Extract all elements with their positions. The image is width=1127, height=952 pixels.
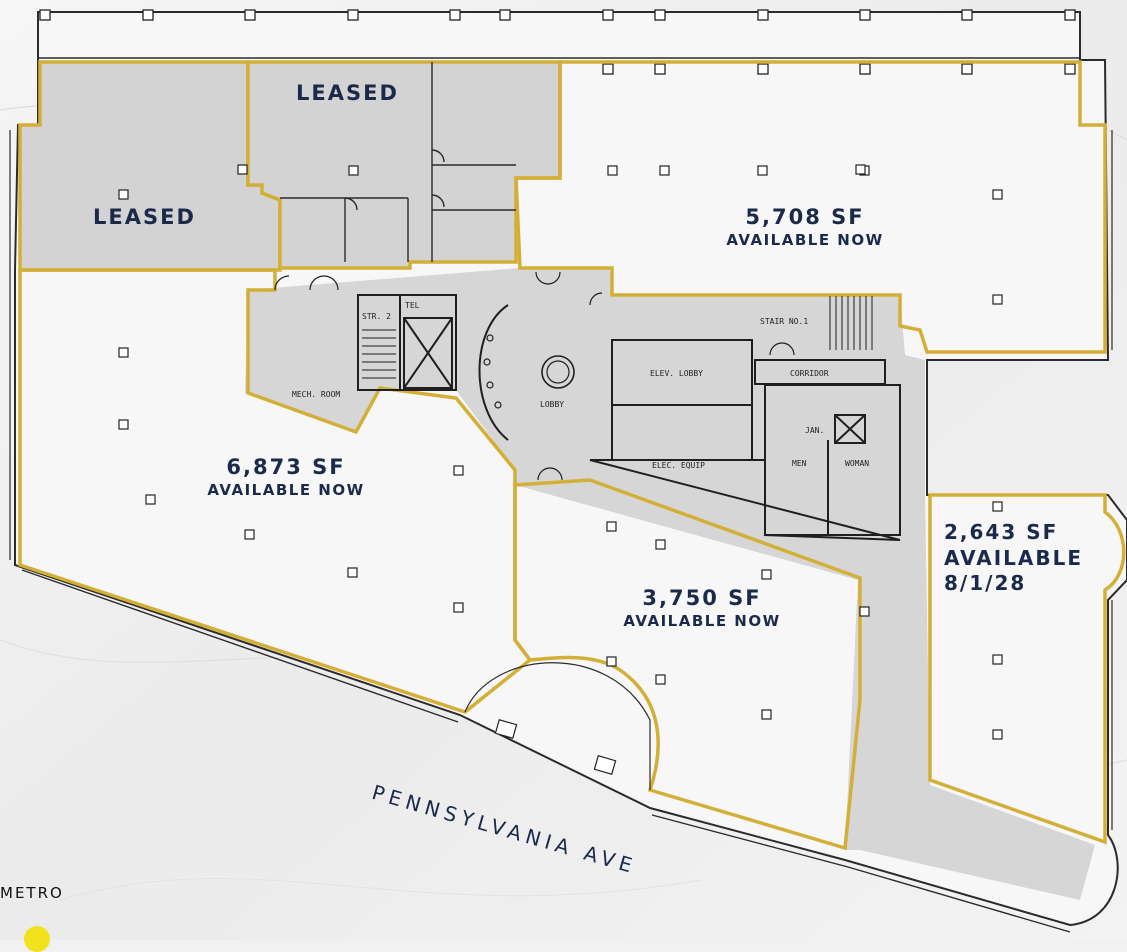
planters (494, 719, 617, 775)
label-space-3750: 3,750 SF AVAILABLE NOW (586, 585, 818, 631)
stair-1-treads (829, 296, 873, 350)
space-2643-status: AVAILABLE (944, 545, 1084, 570)
room-label-men: MEN (792, 459, 807, 468)
room-label-elev-lobby: ELEV. LOBBY (650, 369, 703, 378)
label-leased-top: LEASED (296, 81, 399, 105)
marble-vein (59, 878, 701, 901)
space-5708-outline (514, 60, 1107, 354)
leased-partitions (280, 62, 516, 262)
room-label-woman: WOMAN (845, 459, 869, 468)
space-2643-outline (928, 493, 1126, 845)
exterior-wall (21, 569, 459, 723)
space-3750-status: AVAILABLE NOW (623, 611, 781, 630)
label-space-6873: 6,873 SF AVAILABLE NOW (170, 454, 402, 500)
space-6873-outline (18, 268, 533, 714)
avenue-bay (464, 662, 651, 790)
space-6873-area: 6,873 SF (226, 455, 346, 479)
stair-2-treads (362, 329, 396, 379)
lobby-column-inner (546, 360, 570, 384)
room-label-corridor: CORRIDOR (790, 369, 829, 378)
space-5708-status: AVAILABLE NOW (726, 230, 884, 249)
space-3750-area: 3,750 SF (642, 586, 762, 610)
lobby-curved-wall (478, 304, 509, 441)
room-label-jan: JAN. (805, 426, 824, 435)
space-6873-status: AVAILABLE NOW (207, 480, 365, 499)
space-2643-date: 8/1/28 (944, 571, 1027, 596)
room-label-elec: ELEC. EQUIP (652, 461, 705, 470)
label-space-2643: 2,643 SF AVAILABLE 8/1/28 (944, 520, 1083, 597)
room-label-tel: TEL (405, 301, 420, 310)
room-label-mech: MECH. ROOM (292, 390, 340, 399)
label-space-5708: 5,708 SF AVAILABLE NOW (690, 204, 920, 250)
core-area (245, 268, 1095, 900)
label-leased-left: LEASED (93, 205, 196, 229)
exterior-wall (651, 814, 1071, 933)
lobby-dots (483, 334, 502, 409)
room-label-stair1: STAIR NO.1 (760, 317, 808, 326)
space-2643-area: 2,643 SF (944, 520, 1059, 544)
room-label-lobby: LOBBY (540, 400, 564, 409)
elec-equip-wall (589, 459, 901, 541)
metro-marker-icon (24, 926, 50, 952)
room-label-str: STR. 2 (362, 312, 391, 321)
interior-columns (118, 164, 1003, 740)
lobby-column (541, 355, 575, 389)
doors (274, 271, 795, 481)
space-5708-area: 5,708 SF (745, 205, 865, 229)
metro-label: METRO (0, 884, 64, 902)
